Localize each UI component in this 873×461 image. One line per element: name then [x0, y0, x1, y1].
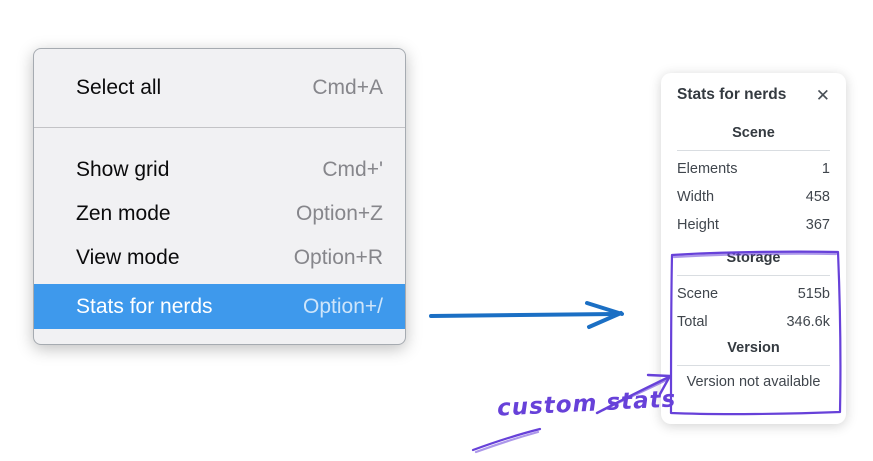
stat-row-elements: Elements 1 — [677, 155, 830, 183]
menu-item-shortcut: Option+Z — [296, 202, 383, 225]
stats-for-nerds-panel: Stats for nerds ✕ Scene Elements 1 Width… — [661, 73, 846, 424]
stat-value: 346.6k — [786, 314, 830, 330]
section-divider — [677, 150, 830, 151]
menu-item-shortcut: Cmd+A — [312, 76, 383, 99]
stat-row-height: Height 367 — [677, 211, 830, 239]
sketch-stroke — [471, 427, 542, 454]
custom-stats-annotation-label: custom stats — [496, 386, 677, 422]
stats-panel-title: Stats for nerds — [677, 86, 787, 103]
stat-label: Elements — [677, 161, 738, 177]
close-icon[interactable]: ✕ — [810, 87, 830, 104]
stat-value: 367 — [805, 217, 830, 233]
menu-item-show-grid[interactable]: Show grid Cmd+' — [34, 148, 405, 192]
stat-label: Scene — [677, 286, 719, 302]
stat-row-scene-storage: Scene 515b — [677, 280, 830, 308]
stat-value: 458 — [805, 189, 830, 205]
menu-item-shortcut: Option+/ — [303, 294, 383, 318]
menu-item-label: Stats for nerds — [76, 294, 213, 318]
stats-section-header-scene: Scene — [732, 125, 775, 141]
menu-item-label: Zen mode — [76, 202, 171, 225]
stat-row-total-storage: Total 346.6k — [677, 308, 830, 336]
version-note: Version not available — [686, 374, 821, 390]
stats-panel-header: Stats for nerds ✕ — [677, 86, 830, 104]
menu-item-shortcut: Cmd+' — [322, 158, 383, 181]
menu-item-label: View mode — [76, 246, 180, 269]
menu-item-label: Show grid — [76, 158, 170, 181]
section-divider — [677, 275, 830, 276]
stats-section-header-version: Version — [727, 340, 780, 356]
stat-label: Width — [677, 189, 715, 205]
context-menu: Select all Cmd+A Show grid Cmd+' Zen mod… — [33, 48, 406, 345]
stat-label: Height — [677, 217, 719, 233]
menu-item-view-mode[interactable]: View mode Option+R — [34, 236, 405, 280]
stat-value: 1 — [821, 161, 830, 177]
menu-item-label: Select all — [76, 76, 162, 99]
blue-arrow — [429, 301, 624, 329]
menu-item-zen-mode[interactable]: Zen mode Option+Z — [34, 192, 405, 236]
section-divider — [677, 365, 830, 366]
menu-item-stats-for-nerds[interactable]: Stats for nerds Option+/ — [34, 284, 405, 329]
stats-section-header-storage: Storage — [726, 250, 781, 266]
stat-row-width: Width 458 — [677, 183, 830, 211]
menu-item-select-all[interactable]: Select all Cmd+A — [34, 66, 405, 110]
menu-item-shortcut: Option+R — [293, 246, 383, 269]
menu-section: Show grid Cmd+' Zen mode Option+Z View m… — [34, 128, 405, 329]
stat-value: 515b — [797, 286, 830, 302]
menu-section: Select all Cmd+A — [34, 49, 405, 127]
stat-label: Total — [677, 314, 708, 330]
menu-divider — [34, 127, 405, 128]
